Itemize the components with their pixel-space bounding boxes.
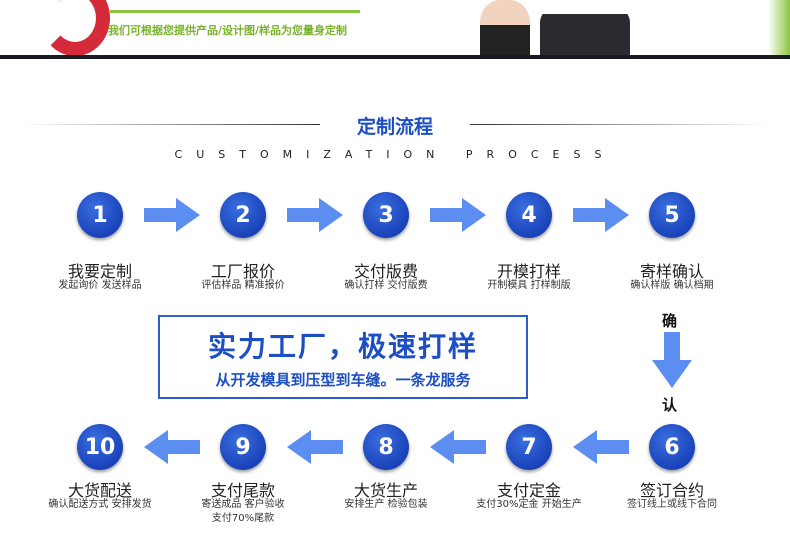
step-number-badge: 7 <box>506 424 552 470</box>
confirm-top-label: 确 <box>662 312 678 330</box>
left-arrow-icon <box>143 430 200 464</box>
step-description: 签订线上或线下合同 <box>627 499 717 510</box>
slogan-main: 实力工厂，极速打样 <box>207 330 478 363</box>
step-number-badge: 1 <box>77 192 123 238</box>
step-title: 大货生产 <box>353 481 418 500</box>
step-number: 2 <box>235 202 251 228</box>
step-number: 6 <box>664 434 680 460</box>
down-arrow-icon <box>652 332 692 388</box>
right-arrow-icon <box>429 198 486 232</box>
woman-photo <box>480 0 530 56</box>
step-number: 9 <box>235 434 251 460</box>
title-line-left <box>20 124 320 125</box>
step-title: 寄样确认 <box>639 262 704 281</box>
slogan-box: 实力工厂，极速打样 从开发模具到压型到车缝。一条龙服务 <box>158 315 528 399</box>
step-number: 4 <box>521 202 537 228</box>
confirm-bottom-label: 认 <box>662 396 678 414</box>
step-number-badge: 3 <box>363 192 409 238</box>
step-number-badge: 5 <box>649 192 695 238</box>
step-description: 确认配送方式 安排发货 <box>48 499 152 510</box>
step-description: 确认打样 交付版费 <box>344 280 428 291</box>
man-photo <box>540 0 630 56</box>
number-three-graphic <box>40 0 110 56</box>
step-description: 寄送成品 客户验收 <box>201 499 285 510</box>
step-number-badge: 10 <box>77 424 123 470</box>
right-arrow-icon <box>143 198 200 232</box>
banner-tagline: 我们可根据您提供产品/设计图/样品为您量身定制 <box>108 24 348 37</box>
step-number: 8 <box>378 434 394 460</box>
section-title: 定制流程 <box>356 116 433 138</box>
step-title: 签订合约 <box>639 481 704 500</box>
step-number: 5 <box>664 202 680 228</box>
step-title: 开模打样 <box>496 262 561 281</box>
step-number: 3 <box>378 202 394 228</box>
banner-bottom-bar <box>0 55 790 59</box>
step-title: 大货配送 <box>67 481 132 500</box>
step-description: 评估样品 精准报价 <box>201 280 285 291</box>
left-arrow-icon <box>286 430 343 464</box>
step-number: 10 <box>84 434 116 460</box>
step-description: 确认样版 确认档期 <box>630 280 714 291</box>
step-title: 我要定制 <box>67 262 132 281</box>
step-number-badge: 2 <box>220 192 266 238</box>
step-number: 1 <box>92 202 108 228</box>
step-description-2: 支付70%尾款 <box>211 513 275 524</box>
step-number: 7 <box>521 434 537 460</box>
step-description: 发起询价 发送样品 <box>58 280 142 291</box>
step-title: 支付定金 <box>496 481 561 500</box>
step-number-badge: 8 <box>363 424 409 470</box>
banner-green-edge <box>768 0 790 56</box>
step-title: 工厂报价 <box>210 262 275 281</box>
slogan-sub: 从开发模具到压型到车缝。一条龙服务 <box>215 371 471 389</box>
step-description: 支付30%定金 开始生产 <box>476 499 582 510</box>
section-subtitle: CUSTOMIZATION PROCESS <box>174 148 616 161</box>
step-title: 交付版费 <box>353 262 418 281</box>
top-banner: 我们可根据您提供产品/设计图/样品为您量身定制 <box>0 0 790 56</box>
step-description: 安排生产 检验包装 <box>344 499 428 510</box>
right-arrow-icon <box>572 198 629 232</box>
left-arrow-icon <box>429 430 486 464</box>
left-arrow-icon <box>572 430 629 464</box>
right-arrow-icon <box>286 198 343 232</box>
step-number-badge: 4 <box>506 192 552 238</box>
step-number-badge: 6 <box>649 424 695 470</box>
banner-divider <box>110 10 360 13</box>
step-number-badge: 9 <box>220 424 266 470</box>
step-title: 支付尾款 <box>210 481 275 500</box>
title-line-right <box>470 124 770 125</box>
step-description: 开制模具 打样制版 <box>487 280 571 291</box>
